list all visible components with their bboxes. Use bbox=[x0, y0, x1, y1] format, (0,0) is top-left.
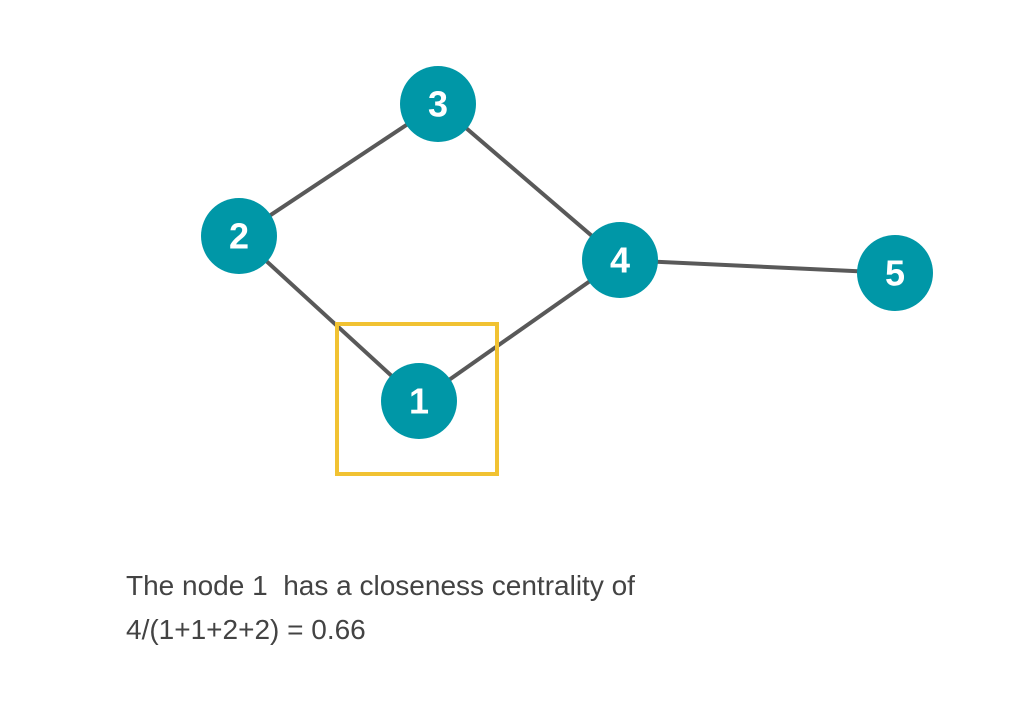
edge-1-4 bbox=[417, 258, 622, 403]
node-label-4: 4 bbox=[610, 240, 630, 281]
node-label-3: 3 bbox=[428, 84, 448, 125]
edge-4-5 bbox=[619, 258, 896, 275]
edge-2-1 bbox=[237, 234, 421, 403]
edge-2-3 bbox=[237, 102, 440, 238]
node-circle-4 bbox=[582, 222, 658, 298]
node-circle-1 bbox=[381, 363, 457, 439]
node-1: 1 bbox=[381, 363, 457, 439]
nodes-layer: 1 2 3 4 5 bbox=[201, 66, 933, 439]
caption: The node 1 has a closeness centrality of… bbox=[126, 564, 986, 652]
node-2: 2 bbox=[201, 198, 277, 274]
node-circle-5 bbox=[857, 235, 933, 311]
node-5: 5 bbox=[857, 235, 933, 311]
edges-layer bbox=[237, 102, 896, 403]
caption-line-1: The node 1 has a closeness centrality of bbox=[126, 570, 635, 601]
highlight-box bbox=[335, 322, 499, 476]
node-circle-3 bbox=[400, 66, 476, 142]
node-3: 3 bbox=[400, 66, 476, 142]
node-label-2: 2 bbox=[229, 216, 249, 257]
node-circle-2 bbox=[201, 198, 277, 274]
node-label-5: 5 bbox=[885, 253, 905, 294]
node-label-1: 1 bbox=[409, 381, 429, 422]
node-4: 4 bbox=[582, 222, 658, 298]
edge-3-4 bbox=[436, 102, 622, 262]
caption-line-2: 4/(1+1+2+2) = 0.66 bbox=[126, 614, 366, 645]
